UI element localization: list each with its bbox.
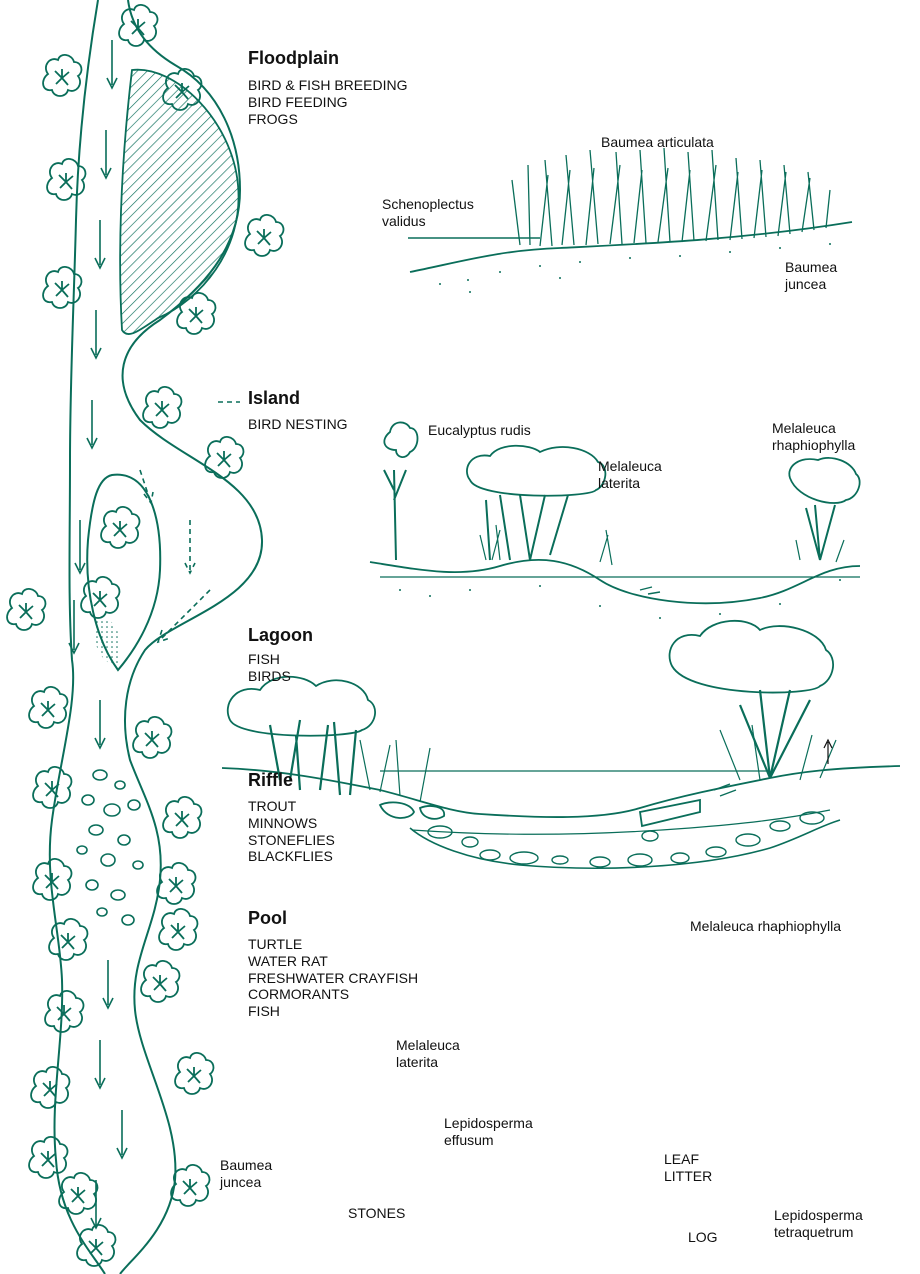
label-baumea-juncea-pool: Baumea juncea bbox=[220, 1157, 272, 1190]
label-baumea-articulata: Baumea articulata bbox=[601, 134, 714, 151]
label-schenoplectus-validus: Schenoplectus validus bbox=[382, 196, 474, 229]
habitat-use: FROGS bbox=[248, 111, 407, 128]
habitat-uses-island: BIRD NESTING bbox=[248, 416, 348, 433]
habitat-use: TURTLE bbox=[248, 936, 418, 953]
label-leaf-litter: LEAF LITTER bbox=[664, 1151, 712, 1184]
label-melaleuca-rhaphiophylla-pool: Melaleuca rhaphiophylla bbox=[690, 918, 841, 935]
habitat-use: BLACKFLIES bbox=[248, 848, 335, 865]
label-stones: STONES bbox=[348, 1205, 405, 1222]
habitat-title-riffle: Riffle bbox=[248, 770, 293, 791]
habitat-use: BIRD & FISH BREEDING bbox=[248, 77, 407, 94]
habitat-use: TROUT bbox=[248, 798, 335, 815]
habitat-uses-pool: TURTLE WATER RAT FRESHWATER CRAYFISH COR… bbox=[248, 936, 418, 1020]
pool-cross-section bbox=[222, 621, 900, 826]
label-melaleuca-laterita-pool: Melaleuca laterita bbox=[396, 1037, 460, 1070]
habitat-uses-riffle: TROUT MINNOWS STONEFLIES BLACKFLIES bbox=[248, 798, 335, 865]
habitat-use: STONEFLIES bbox=[248, 832, 335, 849]
river-plan-view bbox=[7, 0, 283, 1274]
label-lepidosperma-tetraquetrum: Lepidosperma tetraquetrum bbox=[774, 1207, 863, 1240]
label-log: LOG bbox=[688, 1229, 718, 1246]
habitat-use: FRESHWATER CRAYFISH bbox=[248, 970, 418, 987]
habitat-title-island: Island bbox=[248, 388, 300, 409]
habitat-use: BIRDS bbox=[248, 668, 291, 685]
label-melaleuca-rhaphiophylla-island: Melaleuca rhaphiophylla bbox=[772, 420, 855, 453]
habitat-use: CORMORANTS bbox=[248, 986, 418, 1003]
riffle-cross-section bbox=[410, 810, 840, 868]
riffle-rocks bbox=[77, 770, 143, 925]
habitat-use: FISH bbox=[248, 651, 291, 668]
island-sand bbox=[94, 619, 120, 665]
habitat-use: WATER RAT bbox=[248, 953, 418, 970]
habitat-use: MINNOWS bbox=[248, 815, 335, 832]
habitat-use: BIRD NESTING bbox=[248, 416, 348, 433]
habitat-title-lagoon: Lagoon bbox=[248, 625, 313, 646]
habitat-uses-lagoon: FISH BIRDS bbox=[248, 651, 291, 685]
label-lepidosperma-effusum: Lepidosperma effusum bbox=[444, 1115, 533, 1148]
label-melaleuca-laterita-island: Melaleuca laterita bbox=[598, 458, 662, 491]
label-eucalyptus-rudis: Eucalyptus rudis bbox=[428, 422, 531, 439]
habitat-uses-floodplain: BIRD & FISH BREEDING BIRD FEEDING FROGS bbox=[248, 77, 407, 127]
habitat-use: FISH bbox=[248, 1003, 418, 1020]
habitat-title-pool: Pool bbox=[248, 908, 287, 929]
label-baumea-juncea-top: Baumea juncea bbox=[785, 259, 837, 292]
habitat-title-floodplain: Floodplain bbox=[248, 48, 339, 69]
habitat-use: BIRD FEEDING bbox=[248, 94, 407, 111]
